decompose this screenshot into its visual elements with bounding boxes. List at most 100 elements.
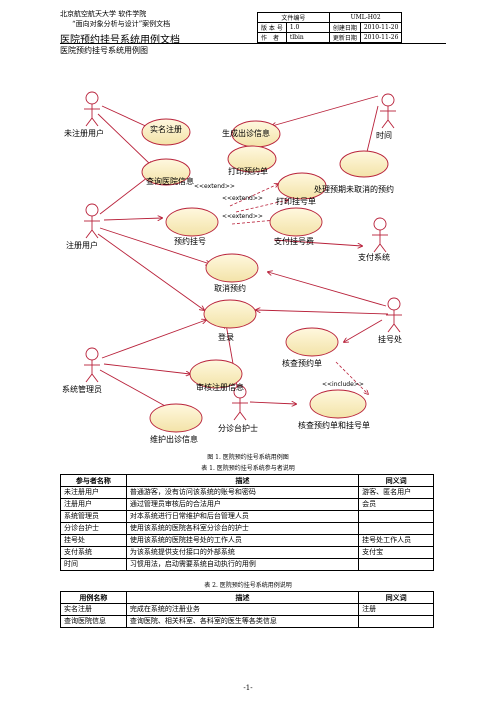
created-date: 2010-11-20 xyxy=(359,22,403,33)
usecase-appointment-shape xyxy=(165,207,219,237)
col-header: 参与者名称 xyxy=(60,474,127,487)
actor-nurse-label: 分诊台护士 xyxy=(218,423,258,433)
table-cell: 分诊台护士 xyxy=(60,522,127,535)
extend-label-1: <<extend>> xyxy=(194,183,235,190)
usecase-cancel: 取消预约 xyxy=(214,283,246,293)
usecase-maintain-shape xyxy=(149,403,203,433)
usecase-print-reg-shape xyxy=(277,172,327,200)
updated-date: 2010-11-26 xyxy=(359,32,403,43)
table-cell: 使用该系统的医院各科室分诊台的护士 xyxy=(125,522,360,535)
actor-table: 参与者名称 描述 同义词 未注册用户普通游客，没有访问该系统的账号和密码游客、匿… xyxy=(60,474,434,571)
usecase-query: 查询医院信息 xyxy=(146,176,194,186)
col-header: 用例名称 xyxy=(60,591,127,604)
extend-label-3: <<extend>> xyxy=(222,213,263,220)
table-cell: 为该系统提供支付接口的外部系统 xyxy=(125,546,360,559)
table-row: 实名注册完成在系统的注册业务注册 xyxy=(60,603,434,616)
table-row: 查询医院信息查询医院、相关科室、各科室的医生等各类信息 xyxy=(60,615,434,628)
usecase-login-shape xyxy=(203,299,257,329)
usecase-login: 登录 xyxy=(218,332,234,342)
table-row: 系统管理员对本系统进行日常维护和后台管理人员 xyxy=(60,510,434,523)
table-cell: 会员 xyxy=(358,498,434,511)
updated-label: 更新日期 xyxy=(328,32,361,43)
usecase-realname-shape xyxy=(141,118,191,146)
extend-label-2: <<extend>> xyxy=(222,195,263,202)
table-row: 时间习惯用法，启动需要系统自动执行的用例 xyxy=(60,558,434,571)
table-row: 挂号处使用该系统的医院挂号处的工作人员挂号处工作人员 xyxy=(60,534,434,547)
table-cell xyxy=(358,558,434,571)
table-cell: 对本系统进行日常维护和后台管理人员 xyxy=(125,510,360,523)
table-cell: 时间 xyxy=(60,558,127,571)
usecase-generate: 生成出诊信息 xyxy=(222,128,270,138)
col-header: 描述 xyxy=(125,591,360,604)
created-label: 创建日期 xyxy=(328,22,361,33)
table-cell xyxy=(358,510,434,523)
version: 1.0 xyxy=(285,22,330,33)
course-name: “面向对象分析与设计”案例文档 xyxy=(72,20,171,28)
include-label: <<include>> xyxy=(322,381,364,388)
actor-unregistered-figure xyxy=(84,91,100,127)
usecase-realname: 实名注册 xyxy=(150,124,182,134)
actor-table-header: 参与者名称 描述 同义词 xyxy=(60,474,434,487)
table-cell: 习惯用法，启动需要系统自动执行的用例 xyxy=(125,558,360,571)
col-header: 同义词 xyxy=(358,474,434,487)
table-cell: 挂号处工作人员 xyxy=(358,534,434,547)
table1-caption: 表 1. 医院预约挂号系统参与者说明 xyxy=(201,465,295,472)
table-cell xyxy=(358,522,434,535)
actor-nurse-figure xyxy=(232,385,248,421)
table-cell: 注册用户 xyxy=(60,498,127,511)
table-cell: 支付宝 xyxy=(358,546,434,559)
table-cell: 完成在系统的注册业务 xyxy=(125,603,360,616)
header-rule xyxy=(60,43,446,44)
table-cell: 通过管理员审核后的合法用户 xyxy=(125,498,360,511)
document-meta-table: 文件编号 UML-H02 版 本 号 1.0 创建日期 2010-11-20 作… xyxy=(257,12,403,43)
table-cell: 挂号处 xyxy=(60,534,127,547)
table-row: 支付系统为该系统提供支付接口的外部系统支付宝 xyxy=(60,546,434,559)
table2-caption: 表 2. 医院预约挂号系统用例说明 xyxy=(204,582,292,589)
table-cell: 注册 xyxy=(358,603,434,616)
page-number: -1- xyxy=(243,684,253,692)
version-label: 版 本 号 xyxy=(257,22,287,33)
actor-sysadmin-figure xyxy=(84,347,100,383)
usecase-table-header: 用例名称 描述 同义词 xyxy=(60,591,434,604)
actor-registered-figure xyxy=(84,203,100,239)
usecase-cancel-shape xyxy=(205,253,259,283)
actor-payment-figure xyxy=(372,217,388,253)
usecase-verify-appt-shape xyxy=(285,327,339,357)
usecase-print-reg: 打印挂号单 xyxy=(276,196,316,206)
actor-office-figure xyxy=(386,297,402,333)
table-cell xyxy=(358,615,434,628)
dependency-lines xyxy=(229,184,368,394)
table-cell: 游客、匿名用户 xyxy=(358,486,434,499)
usecase-verify-both-shape xyxy=(309,389,367,419)
usecase-print-appt-shape xyxy=(227,145,277,173)
table-row: 注册用户通过管理员审核后的合法用户会员 xyxy=(60,498,434,511)
table-cell: 系统管理员 xyxy=(60,510,127,523)
table-cell: 未注册用户 xyxy=(60,486,127,499)
actor-office-label: 挂号处 xyxy=(378,334,402,344)
table-cell: 实名注册 xyxy=(60,603,127,616)
table-cell: 支付系统 xyxy=(60,546,127,559)
actor-unregistered-label: 未注册用户 xyxy=(64,128,104,138)
usecase-handle-expired-shape xyxy=(339,150,389,178)
table-cell: 查询医院、相关科室、各科室的医生等各类信息 xyxy=(125,615,360,628)
author: tlbin xyxy=(285,32,330,43)
usecase-audit-shape xyxy=(189,359,243,389)
usecase-print-appt: 打印预约单 xyxy=(228,166,268,176)
usecase-query-shape xyxy=(141,158,191,186)
actor-time-figure xyxy=(380,93,396,129)
association-lines xyxy=(97,95,389,412)
table-cell: 普通游客，没有访问该系统的账号和密码 xyxy=(125,486,360,499)
usecase-handle-expired: 处理预期未取消的预约 xyxy=(314,184,394,194)
usecase-pay-shape xyxy=(269,207,323,237)
actor-payment-label: 支付系统 xyxy=(358,252,390,262)
usecase-maintain: 维护出诊信息 xyxy=(150,434,198,444)
actor-time-label: 时间 xyxy=(376,130,392,140)
usecase-pay: 支付挂号费 xyxy=(274,236,314,246)
usecase-verify-appt: 核查预约单 xyxy=(282,358,322,368)
usecase-audit: 审核注册信息 xyxy=(196,382,244,392)
table-cell: 使用该系统的医院挂号处的工作人员 xyxy=(125,534,360,547)
table-row: 分诊台护士使用该系统的医院各科室分诊台的护士 xyxy=(60,522,434,535)
col-header: 描述 xyxy=(125,474,360,487)
usecase-appointment: 预约挂号 xyxy=(174,236,206,246)
section-title: 医院预约挂号系统用例图 xyxy=(60,46,148,55)
